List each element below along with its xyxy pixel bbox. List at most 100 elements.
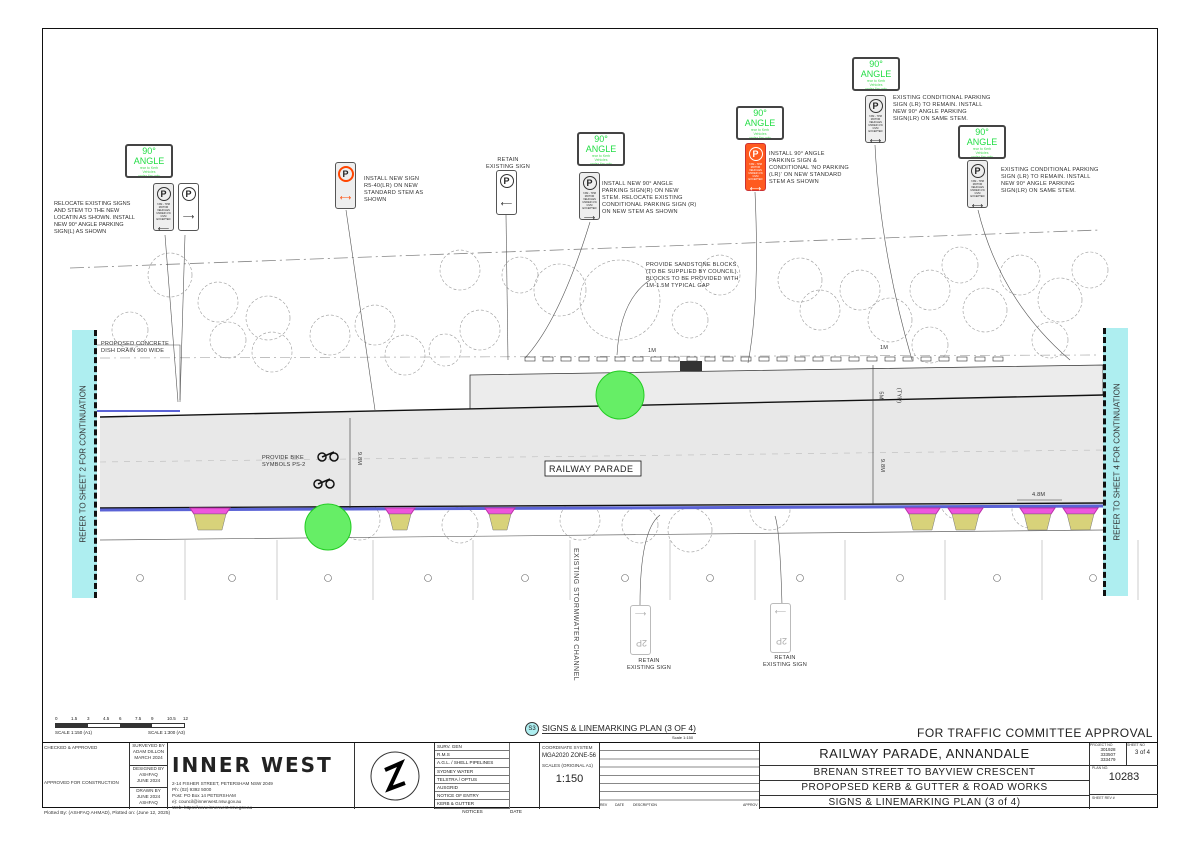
kerb-outstand (904, 507, 941, 515)
sandstone-block (650, 356, 662, 362)
sandstone-block (560, 356, 572, 362)
parking-icon: P (868, 99, 883, 113)
plan-number: 10283 (1108, 771, 1140, 783)
kerb-outstand (1062, 507, 1099, 515)
sign-sub: Vehicles (142, 170, 156, 174)
rev-description-header: DESCRIPTION (633, 803, 657, 807)
house-number-marker (896, 574, 904, 582)
sheet-rev-label: SHEET REV # (1092, 796, 1115, 800)
house-number-marker (796, 574, 804, 582)
sign-sub: under 6m only (864, 87, 888, 91)
tree (777, 257, 823, 303)
note-retain-bottom-1: RETAIN EXISTING SIGN (627, 658, 671, 671)
continuation-bar-right: REFER TO SHEET 4 FOR CONTINUATION (1103, 328, 1128, 596)
house-number-marker (521, 574, 529, 582)
tree (309, 314, 351, 356)
surveyed-by: SURVEYED BY ADAM DILLON MARCH 2024 (130, 743, 167, 766)
sign-sub: rear to Kerb (139, 166, 159, 170)
kerb-outstand-infill (388, 513, 412, 531)
project-numbers: 301928 333507 333479 (1100, 747, 1116, 762)
continuation-label-right: REFER TO SHEET 4 FOR CONTINUATION (1112, 383, 1122, 541)
street-label-box (544, 460, 642, 477)
arrow-both-icon: ⟷ (869, 136, 882, 145)
notice-row: AUSGRID (435, 783, 510, 793)
sign-condition: 7AM - 7PM MOTOR VEHICLES UNDER 4.5t GVM … (582, 192, 597, 210)
checked-approved-label: CHECKED & APPROVED (44, 745, 98, 750)
note-existing-cond-1: EXISTING CONDITIONAL PARKING SIGN (LR) T… (893, 95, 991, 122)
tree (962, 287, 1008, 333)
dimension-label: 1m (880, 345, 889, 351)
tree (147, 252, 193, 298)
notice-row: KERB & GUTTER (435, 800, 510, 809)
dimension-label: 9.8m (879, 458, 886, 473)
note-relocate: RELOCATE EXISTING SIGNS AND STEM TO THE … (54, 201, 135, 235)
notices-header: NOTICES (462, 808, 483, 814)
notice-row: SURV. GEN (435, 743, 510, 752)
arrow-left-icon: ⟵ (774, 607, 787, 616)
house-number-marker (1089, 574, 1097, 582)
post-label: Post: (172, 793, 183, 798)
house-number-marker (424, 574, 432, 582)
stormwater-label: EXISTING STORMWATER CHANNEL (572, 548, 579, 682)
sheet-badge: S3 (525, 722, 539, 736)
arrow-left-icon: ⟵ (157, 224, 170, 233)
tree (621, 506, 659, 544)
kerb-outstand (1019, 507, 1056, 515)
scale-label-a1: SCALE 1:150 (A1) (55, 730, 93, 735)
notice-row: SYDNEY WATER (435, 767, 510, 776)
sandstone-block (740, 356, 752, 362)
note-sandstone: PROVIDE SANDSTONE BLOCKS (TO BE SUPPLIED… (646, 262, 739, 289)
sign-title: 90° ANGLE (585, 134, 617, 154)
inner-west-logo: INNER WEST (172, 753, 333, 777)
tree (579, 259, 661, 341)
designed-by: DESIGNED BY ASHFAQ JUNE 2024 (130, 766, 167, 788)
tree (911, 326, 949, 364)
tree (667, 507, 713, 553)
sign-condition: 7AM - 7PM MOTOR VEHICLES UNDER 4.5t GVM … (868, 115, 883, 133)
website: https://www.innerwest.nsw.gov.au (183, 805, 253, 810)
arrow-both-icon: ⟷ (971, 201, 984, 210)
sandstone-block (974, 356, 986, 362)
no-parking-icon: P (337, 166, 354, 182)
dimension-label: 4.8m (1032, 492, 1046, 498)
sign-existing-2p: ⟶2P (630, 605, 651, 655)
parking-icon: P (970, 164, 985, 178)
dimension-label: (TYP) (895, 387, 902, 404)
road-edge-south (99, 502, 1104, 509)
note-retain-top: RETAIN EXISTING SIGN (486, 157, 530, 170)
kerb-outstand (189, 507, 231, 515)
house-number-marker (324, 574, 332, 582)
sign-sub: under 6m only (748, 136, 772, 140)
house-number-marker (993, 574, 1001, 582)
tree (999, 254, 1041, 296)
tree (1037, 277, 1083, 323)
arrow-both-icon: ⟷ (339, 193, 352, 202)
sandstone-block (794, 356, 806, 362)
sandstone-block (776, 356, 788, 362)
sandstone-block (722, 356, 734, 362)
sign-title: 90° ANGLE (966, 127, 998, 147)
proposed-tree (595, 370, 645, 420)
dimension-label: 9.8m (356, 451, 363, 466)
scale-value: 1:150 (555, 773, 584, 785)
sign-title: 90° ANGLE (744, 108, 776, 128)
coords-cell: COORDINATE SYSTEM MGA2020 ZONE-56 SCALES… (540, 743, 600, 809)
parking-icon: P (499, 174, 514, 188)
coord-value: MGA2020 ZONE-56 (542, 753, 597, 759)
scale-tick-label: 0 (55, 716, 58, 721)
kerb-outstand (947, 507, 984, 515)
tree (699, 254, 741, 296)
sheet-number: 3 of 4 (1134, 750, 1150, 756)
tree (251, 331, 293, 373)
people-cell: SURVEYED BY ADAM DILLON MARCH 2024 DESIG… (130, 743, 168, 809)
boundary-line-2 (99, 354, 1101, 359)
sign-parking: P⟶ (178, 183, 199, 231)
